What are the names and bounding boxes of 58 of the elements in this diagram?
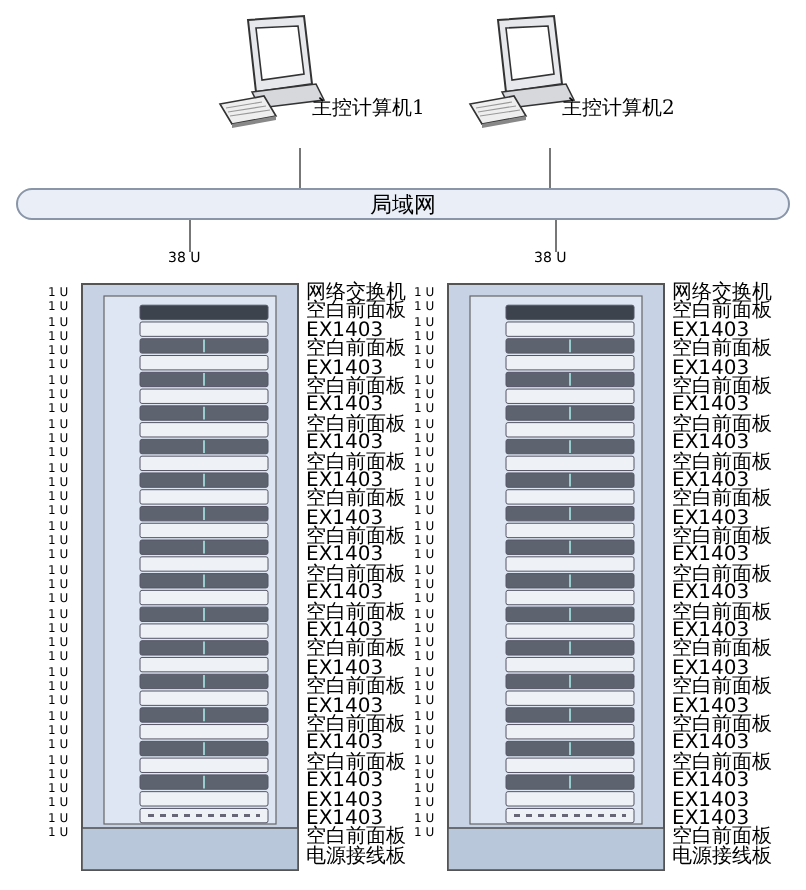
device-label: EX1403 [306, 734, 384, 754]
device-label: 空白前面板 [306, 528, 406, 547]
device-label: 空白前面板 [306, 715, 406, 735]
device-label: 电源接线板 [672, 847, 772, 867]
device-label: EX1403 [672, 359, 750, 378]
device-label: EX1403 [672, 791, 750, 810]
device-label: 空白前面板 [672, 603, 772, 623]
device-label: EX1403 [672, 584, 750, 604]
computer-label: 主控计算机1 [312, 100, 425, 120]
device-label: 空白前面板 [306, 603, 406, 623]
network-label: 局域网 [370, 193, 436, 215]
connector-line [549, 147, 551, 189]
device-label: 电源接线板 [306, 847, 406, 867]
device-label: 空白前面板 [672, 678, 772, 698]
device-label: EX1403 [306, 697, 384, 716]
device-label: EX1403 [672, 772, 750, 792]
device-label: EX1403 [672, 734, 750, 754]
connector-line [555, 219, 557, 253]
device-label: 空白前面板 [672, 302, 772, 322]
device-label: EX1403 [672, 697, 750, 716]
computer-label: 主控计算机2 [562, 100, 675, 120]
device-label: 空白前面板 [306, 340, 406, 360]
device-label: 空白前面板 [306, 490, 406, 510]
device-label: EX1403 [306, 434, 384, 454]
device-label: EX1403 [306, 396, 384, 416]
device-label: EX1403 [672, 434, 750, 454]
device-label: 空白前面板 [672, 415, 772, 435]
device-label: 空白前面板 [672, 528, 772, 547]
device-label: 空白前面板 [306, 302, 406, 322]
device-label: EX1403 [306, 359, 384, 378]
device-label: 空白前面板 [306, 415, 406, 435]
device-label: EX1403 [306, 546, 384, 566]
device-label: EX1403 [672, 546, 750, 566]
connector-line [299, 147, 301, 189]
device-label: 空白前面板 [306, 453, 406, 472]
device-label: 网络交换机 [672, 284, 772, 303]
device-label: 网络交换机 [306, 284, 406, 303]
device-label: 空白前面板 [672, 490, 772, 510]
device-label: EX1403 [306, 772, 384, 792]
device-label: 空白前面板 [672, 715, 772, 735]
device-label: EX1403 [306, 584, 384, 604]
network-band [16, 188, 790, 220]
device-label: 空白前面板 [306, 828, 406, 848]
device-label: 空白前面板 [672, 377, 772, 397]
device-label: 空白前面板 [672, 640, 772, 660]
device-label: EX1403 [306, 791, 384, 810]
device-label: 空白前面板 [306, 678, 406, 698]
device-label: 空白前面板 [672, 340, 772, 360]
device-label: 空白前面板 [306, 753, 406, 773]
device-label: EX1403 [672, 396, 750, 416]
device-label: 空白前面板 [672, 565, 772, 585]
device-label: 空白前面板 [306, 377, 406, 397]
device-label: 空白前面板 [672, 828, 772, 848]
device-label: 空白前面板 [306, 640, 406, 660]
device-label: 空白前面板 [306, 565, 406, 585]
device-label: 空白前面板 [672, 753, 772, 773]
device-label: 空白前面板 [672, 453, 772, 472]
connector-line [189, 219, 191, 253]
